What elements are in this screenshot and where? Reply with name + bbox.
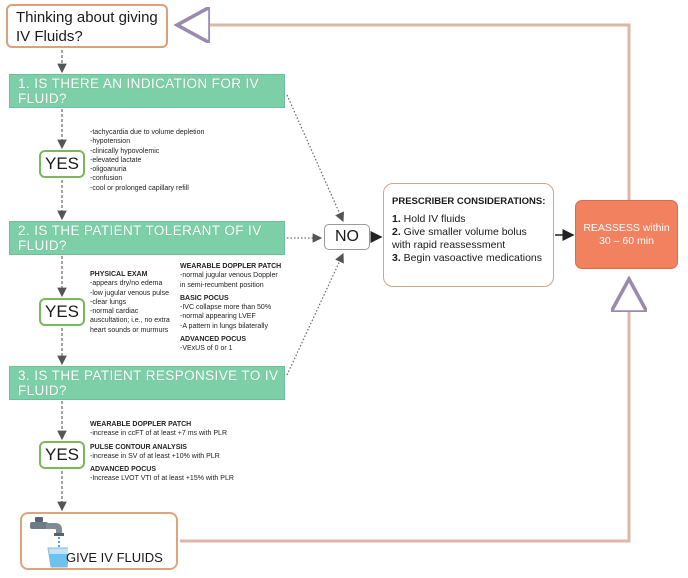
start-line-2: IV Fluids? [16,28,83,45]
responsive-doppler-heading: WEARABLE DOPPLER PATCH [90,421,192,428]
no-box: NO [324,224,370,250]
responsive-tests-list: WEARABLE DOPPLER PATCH -increase in ccFT… [90,420,234,484]
prescriber-item-3: 3. Begin vasoactive medications [392,252,543,264]
list-item: -confusion [90,175,123,183]
question-2-box: 2. IS THE PATIENT TOLERANT OF IV FLUID? [9,221,285,255]
list-item: -clear lungs [90,298,127,306]
start-line-1: Thinking about giving [16,9,158,26]
list-item: -tachycardia due to volume depletion [90,129,205,136]
arrow-q1-to-no [286,94,344,223]
pulse-contour-heading: PULSE CONTOUR ANALYSIS [90,443,187,451]
physical-exam-list: PHYSICAL EXAM -appears dry/no edema -low… [90,270,170,335]
prescriber-box: PRESCRIBER CONSIDERATIONS: 1. Hold IV fl… [383,183,554,287]
reassess-line-2: 30 – 60 min [599,234,654,247]
reassess-line-1: REASSESS within [583,221,670,234]
list-item: -oligoanuria [90,166,127,174]
faucet-glass-icon [30,517,68,568]
list-item: auscultation; i.e., no extra [90,317,170,325]
list-item: -clinically hypovolemic [90,147,160,155]
basic-pocus-heading: BASIC POCUS [180,294,229,302]
doppler-heading: WEARABLE DOPPLER PATCH [180,263,282,270]
list-item: -low jugular venous pulse [90,289,169,297]
advanced-pocus-heading: ADVANCED POCUS [180,336,246,344]
prescriber-item-1: 1. Hold IV fluids [392,213,466,225]
list-item: -Increase LVOT VTI of at least +15% with… [90,475,234,483]
arrow-q3-to-no [286,252,344,376]
prescriber-item-2: 2. Give smaller volume bolus [392,226,527,238]
prescriber-heading: PRESCRIBER CONSIDERATIONS: [392,196,546,207]
yes-box-2: YES [39,298,85,326]
tolerance-tests-list: WEARABLE DOPPLER PATCH -normal jugular v… [180,262,281,354]
yes-box-1: YES [39,150,85,178]
list-item: -normal appearing LVEF [180,313,256,321]
list-item: -elevated lactate [90,156,142,164]
list-item: -appears dry/no edema [90,280,163,288]
yes-box-3: YES [39,441,85,469]
list-item: heart sounds or murmurs [90,326,169,334]
list-item: -normal jugular venous Doppler [180,272,278,280]
question-1-box: 1. IS THERE AN INDICATION FOR IV FLUID? [9,74,285,108]
give-iv-fluids-box: GIVE IV FLUIDS [20,512,178,570]
list-item: in semi-recumbent position [180,281,264,289]
list-item: -IVC collapse more than 50% [180,304,272,312]
responsive-pocus-heading: ADVANCED POCUS [90,466,156,474]
list-item: -normal cardiac [90,308,139,316]
question-3-box: 3. IS THE PATIENT RESPONSIVE TO IV FLUID… [9,366,285,400]
indication-list: -tachycardia due to volume depletion -hy… [90,128,204,193]
list-item: -increase in ccFT of at least +7 ms with… [90,430,228,438]
list-item: -VExUS of 0 or 1 [180,345,233,353]
give-iv-fluids-label: GIVE IV FLUIDS [66,550,163,565]
list-item: -increase in SV of at least +10% with PL… [90,452,220,460]
list-item: -hypotension [90,138,131,146]
physical-exam-heading: PHYSICAL EXAM [90,271,148,278]
prescriber-item-2-cont: with rapid reassessment [392,239,506,251]
feedback-reassess-to-start [180,25,631,200]
list-item: -A pattern in lungs bilaterally [180,322,268,330]
start-box: Thinking about giving IV Fluids? [6,4,168,48]
list-item: -cool or prolonged capillary refill [90,184,189,192]
reassess-box: REASSESS within 30 – 60 min [575,200,678,269]
